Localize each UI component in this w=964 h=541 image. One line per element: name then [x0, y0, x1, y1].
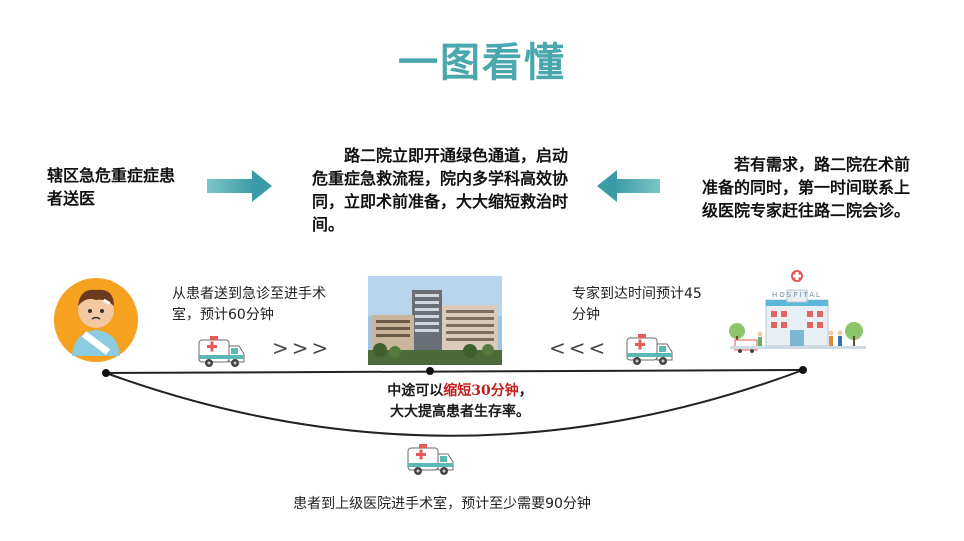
bottom-note-text: 患者到上级医院进手术室，预计至少需要90分钟 — [293, 496, 591, 512]
ambulance-icon — [626, 333, 673, 366]
left-time-note: 从患者送到急诊至进手术室，预计60分钟 — [172, 286, 326, 323]
chevrons-right: >>> — [272, 336, 332, 360]
timeline-curve — [105, 369, 804, 437]
hospital-building-image — [368, 276, 502, 365]
center-message: 中途可以缩短30分钟， 大大提高患者生存率。 — [330, 381, 590, 423]
center-message-line2: 大大提高患者生存率。 — [390, 404, 530, 420]
hospital-sign-text: HOSPITAL — [772, 291, 822, 299]
timeline-dot-start — [102, 369, 110, 377]
ambulance-icon — [198, 335, 245, 368]
right-time-note: 专家到达时间预计45分钟 — [572, 286, 702, 323]
bottom-note: 患者到上级医院进手术室，预计至少需要90分钟 — [0, 494, 964, 515]
hospital-illustration-icon — [729, 270, 866, 353]
arrow-right-icon — [207, 170, 272, 202]
ambulance-icon — [407, 443, 454, 476]
patient-boy-icon — [54, 278, 138, 362]
chevrons-left: <<< — [549, 336, 609, 360]
right-description: 若有需求，路二院在术前准备的同时，第一时间联系上级医院专家赶往路二院会诊。 — [702, 155, 911, 220]
timeline-line — [105, 369, 804, 374]
left-description: 辖区急危重症症患者送医 — [47, 166, 176, 208]
arrow-left-icon — [597, 170, 660, 202]
timeline-dot-middle — [426, 367, 434, 375]
center-message-highlight: 缩短30分钟 — [443, 383, 519, 399]
timeline-dot-end — [799, 366, 807, 374]
center-message-prefix: 中途可以 — [387, 383, 444, 399]
page-title: 一图看懂 — [398, 39, 566, 86]
middle-description: 路二院立即开通绿色通道，启动危重症急救流程，院内多学科高效协同，立即术前准备，大… — [312, 146, 569, 234]
center-message-suffix: ， — [518, 383, 533, 399]
